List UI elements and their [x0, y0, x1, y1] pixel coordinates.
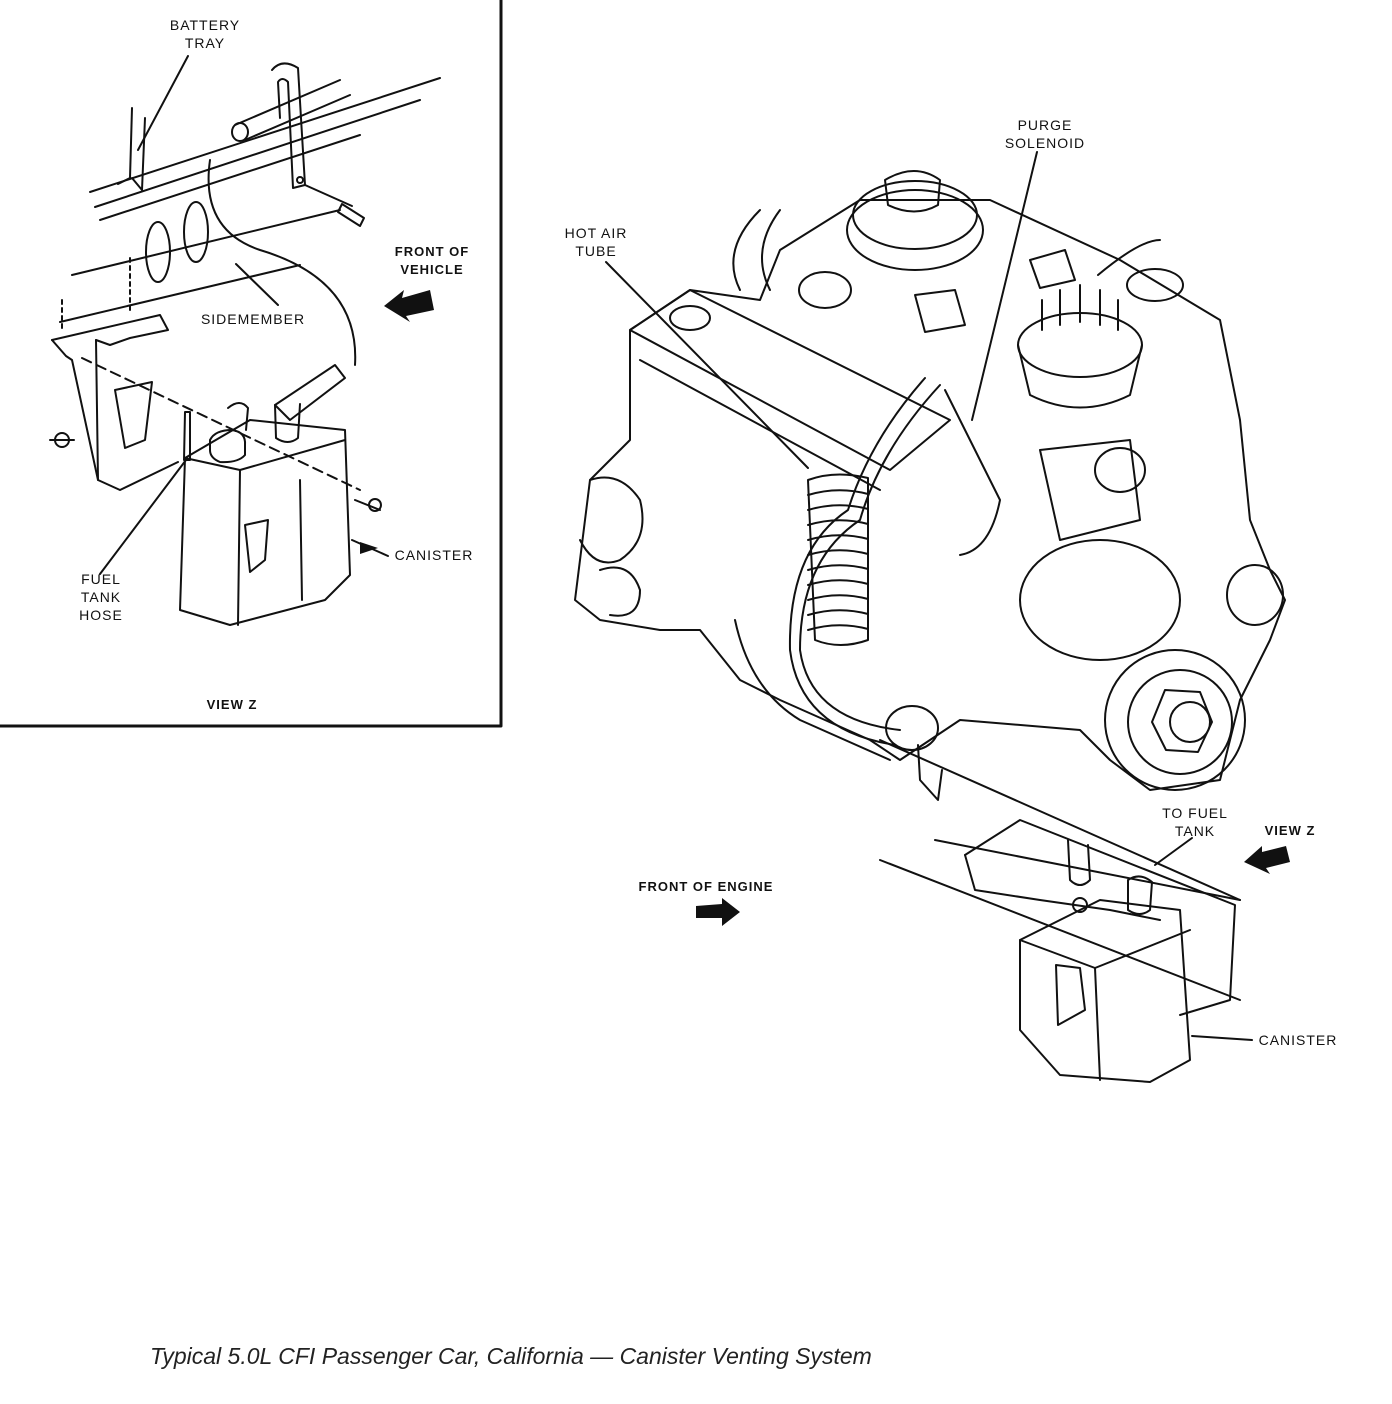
- hose-clip-illustration: [207, 62, 365, 421]
- front-of-engine-label: FRONT OF ENGINE: [638, 879, 774, 894]
- battery-tray-leader: [137, 55, 189, 151]
- battery-tray-label-line2: TRAY: [184, 35, 226, 51]
- hot-air-tube-label-line2: TUBE: [575, 243, 617, 259]
- inset-view-z-label: VIEW Z: [206, 697, 258, 712]
- sidemember-illustration: [59, 201, 301, 323]
- battery-tray-illustration: [71, 77, 441, 276]
- front-of-engine-arrow-icon: [696, 898, 740, 926]
- main-view-z-label: VIEW Z: [1264, 823, 1316, 838]
- to-fuel-tank-label: TO FUEL TANK: [1150, 804, 1240, 840]
- to-fuel-tank-label-line2: TANK: [1174, 823, 1216, 839]
- main-canister-label: CANISTER: [1258, 1032, 1338, 1048]
- inset-canister-illustration: [179, 402, 382, 626]
- fuel-tank-hose-label-line2: TANK: [80, 589, 122, 605]
- canister-bracket-illustration: [49, 257, 361, 491]
- engine-illustration: [574, 170, 1286, 1001]
- canister-arrow-icon: [360, 542, 378, 554]
- inset-frame: [0, 0, 503, 728]
- sidemember-label: SIDEMEMBER: [200, 311, 306, 327]
- front-of-vehicle-label-line2: VEHICLE: [400, 262, 464, 277]
- inset-canister-label: CANISTER: [394, 547, 474, 563]
- hot-air-tube-leader: [605, 261, 809, 469]
- front-of-vehicle-label: FRONT OF VEHICLE: [380, 243, 484, 279]
- front-of-vehicle-label-line1: FRONT OF: [394, 244, 470, 259]
- fuel-tank-hose-label: FUEL TANK HOSE: [66, 570, 136, 624]
- fuel-tank-hose-label-line1: FUEL: [81, 571, 121, 587]
- to-fuel-tank-leader: [1154, 837, 1193, 866]
- battery-tray-label: BATTERY TRAY: [150, 16, 260, 52]
- purge-solenoid-label-line2: SOLENOID: [1004, 135, 1086, 151]
- battery-tray-label-line1: BATTERY: [169, 17, 241, 33]
- figure-caption: Typical 5.0L CFI Passenger Car, Californ…: [150, 1343, 872, 1369]
- fuel-tank-hose-label-line3: HOSE: [79, 607, 123, 623]
- purge-solenoid-label: PURGE SOLENOID: [990, 116, 1100, 152]
- hot-air-tube-label: HOT AIR TUBE: [548, 224, 644, 260]
- fuel-tank-hose-leader: [99, 459, 187, 575]
- main-canister-illustration: [964, 819, 1236, 1083]
- to-fuel-tank-label-line1: TO FUEL: [1162, 805, 1228, 821]
- purge-solenoid-label-line1: PURGE: [1017, 117, 1073, 133]
- sidemember-leader: [235, 263, 279, 306]
- front-of-vehicle-arrow-icon: [384, 290, 434, 322]
- main-canister-leader: [1191, 1035, 1253, 1041]
- purge-solenoid-leader: [971, 151, 1038, 421]
- view-z-arrow-icon: [1244, 846, 1290, 874]
- hot-air-tube-label-line1: HOT AIR: [564, 225, 628, 241]
